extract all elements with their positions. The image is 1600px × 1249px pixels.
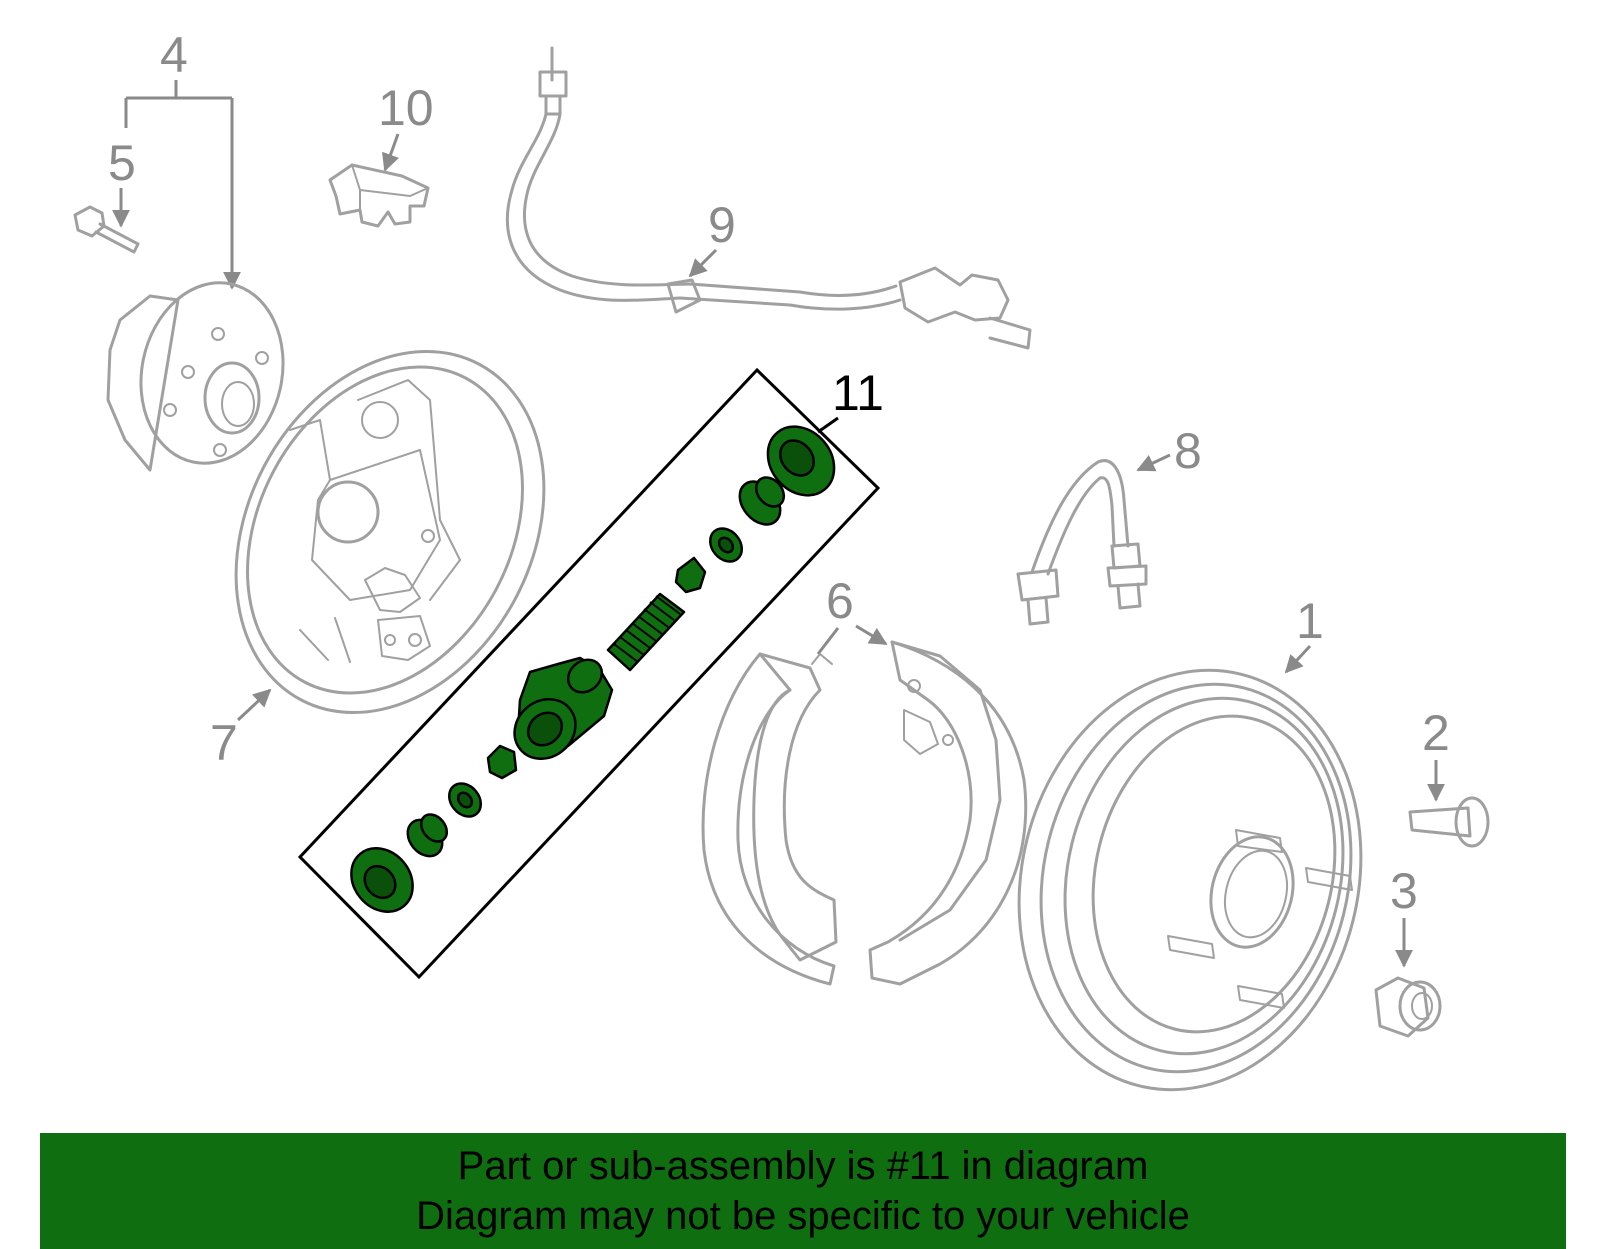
part-11-outline-box xyxy=(297,367,881,980)
banner-line-1: Part or sub-assembly is #11 in diagram xyxy=(457,1144,1149,1188)
callout-8[interactable]: 8 xyxy=(1174,423,1202,479)
callout-3[interactable]: 3 xyxy=(1390,863,1418,919)
callout-9[interactable]: 9 xyxy=(708,197,736,253)
part-8-brake-hose[interactable] xyxy=(1016,459,1148,626)
part-5-bolt[interactable] xyxy=(73,205,140,254)
part-9-sensor-cable[interactable] xyxy=(505,46,1032,350)
part-4-hub[interactable] xyxy=(106,269,299,476)
banner-line-2: Diagram may not be specific to your vehi… xyxy=(416,1194,1190,1238)
info-banner: Part or sub-assembly is #11 in diagram D… xyxy=(40,1133,1566,1249)
part-6-brake-shoes[interactable] xyxy=(701,640,1028,986)
callout-2[interactable]: 2 xyxy=(1422,705,1450,761)
callout-1[interactable]: 1 xyxy=(1296,593,1324,649)
part-1-brake-drum[interactable] xyxy=(976,634,1405,1127)
part-10-clip[interactable] xyxy=(328,163,430,228)
part-7-backing-plate[interactable] xyxy=(175,298,604,767)
part-3-nut[interactable] xyxy=(1374,976,1442,1038)
callout-4[interactable]: 4 xyxy=(160,27,188,83)
part-2-wheel-stud[interactable] xyxy=(1408,796,1490,848)
part-11-wheel-cylinder-kit[interactable] xyxy=(297,367,881,980)
callout-7[interactable]: 7 xyxy=(210,715,238,771)
callout-6[interactable]: 6 xyxy=(826,573,854,629)
callout-5[interactable]: 5 xyxy=(108,135,136,191)
callout-10[interactable]: 10 xyxy=(378,80,434,136)
callout-11[interactable]: 11 xyxy=(832,365,884,421)
